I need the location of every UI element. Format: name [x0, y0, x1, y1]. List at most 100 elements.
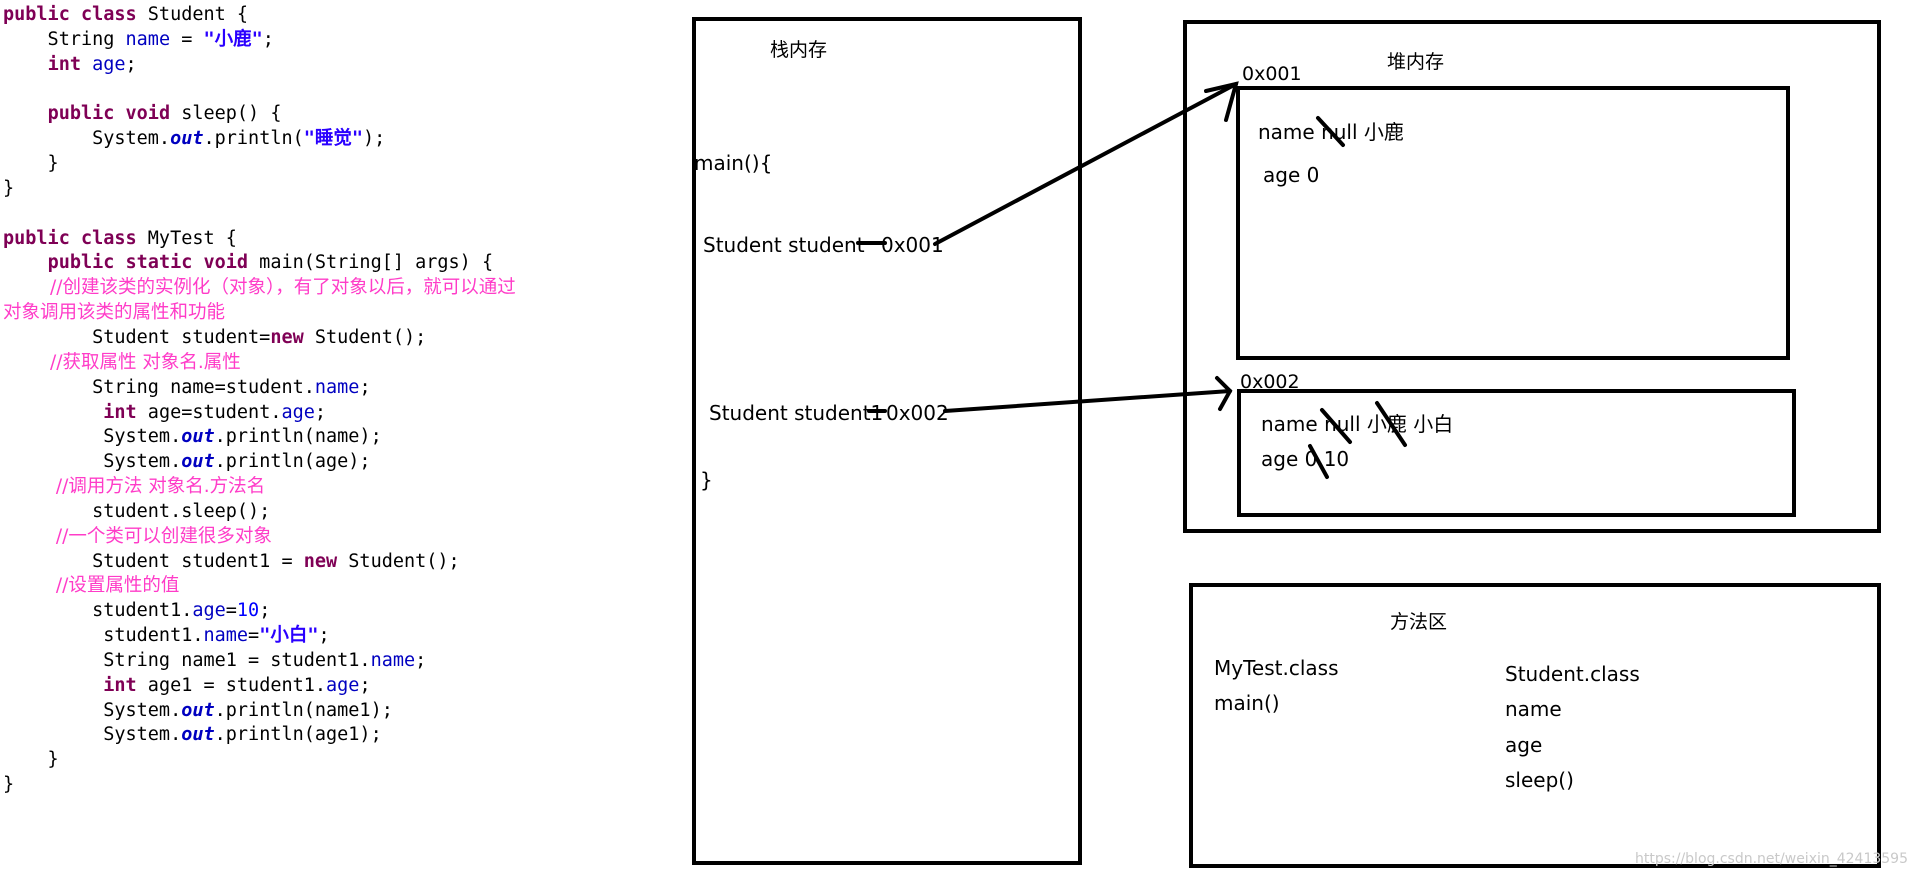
- code-token: Student {: [136, 4, 249, 25]
- code-token: ;: [125, 53, 137, 75]
- code-token: "小鹿": [203, 28, 263, 50]
- heap-object1-box: [1236, 86, 1790, 360]
- code-token: String name=student.: [3, 376, 315, 398]
- code-listing: public class Student { String name = "小鹿…: [3, 3, 673, 798]
- code-comment: //调用方法 对象名.方法名: [3, 476, 266, 498]
- code-line: [3, 202, 673, 227]
- heap-memory-title: 堆内存: [1387, 51, 1445, 73]
- code-token: name: [125, 28, 171, 50]
- heap-object2-box: [1237, 389, 1796, 517]
- code-token: int: [103, 674, 137, 696]
- heap-object2-age-field: age 0 10: [1261, 447, 1350, 471]
- code-token: main(String[] args) {: [248, 252, 494, 274]
- code-token: out: [170, 128, 204, 150]
- code-token: new: [270, 326, 304, 348]
- code-token: name: [203, 625, 249, 647]
- stack-student1-variable: Student student1: [709, 401, 884, 425]
- code-token: }: [3, 749, 59, 771]
- method-area-student-class: Student.class: [1505, 662, 1640, 686]
- heap-memory-box: [1183, 20, 1881, 533]
- code-token: System.: [3, 128, 171, 150]
- code-token: Student();: [303, 326, 427, 348]
- stack-main-open: main(){: [694, 151, 773, 175]
- stack-student-variable: Student student: [703, 233, 865, 257]
- code-line: }: [3, 748, 673, 773]
- stack-main-close: }: [700, 468, 713, 492]
- code-token: int: [47, 53, 81, 75]
- code-token: }: [3, 774, 15, 796]
- code-token: age: [281, 401, 315, 423]
- code-token: age: [326, 674, 360, 696]
- code-line: int age;: [3, 53, 673, 78]
- code-line: int age=student.age;: [3, 401, 673, 426]
- code-token: =: [248, 625, 260, 647]
- heap-object1-name-field: name null 小鹿: [1258, 120, 1404, 144]
- code-line: student.sleep();: [3, 500, 673, 525]
- code-line: String name = "小鹿";: [3, 28, 673, 53]
- code-comment: 对象调用该类的属性和功能: [3, 302, 226, 324]
- code-token: .println(: [203, 128, 304, 150]
- code-token: .println(name);: [214, 426, 382, 448]
- code-token: age: [192, 600, 226, 622]
- code-token: ;: [318, 625, 330, 647]
- code-line: public class MyTest {: [3, 227, 673, 252]
- code-token: student1.: [3, 625, 204, 647]
- code-token: name: [314, 376, 360, 398]
- heap-object1-age-field: age 0: [1263, 163, 1320, 187]
- code-line: System.out.println(age);: [3, 450, 673, 475]
- code-token: 10: [236, 600, 260, 622]
- code-line: String name1 = student1.name;: [3, 649, 673, 674]
- stack-memory-title: 栈内存: [770, 39, 828, 61]
- code-token: String name1 = student1.: [3, 649, 371, 671]
- code-line: String name=student.name;: [3, 376, 673, 401]
- code-token: Student student=: [3, 326, 271, 348]
- code-line: System.out.println(name);: [3, 425, 673, 450]
- code-comment: //一个类可以创建很多对象: [3, 525, 272, 547]
- code-token: [3, 402, 103, 423]
- code-comment: //获取属性 对象名.属性: [3, 351, 241, 373]
- code-token: String: [3, 28, 126, 50]
- code-line: Student student1 = new Student();: [3, 550, 673, 575]
- code-token: System.: [3, 451, 182, 473]
- watermark-url: https://blog.csdn.net/weixin_42413595: [1634, 851, 1908, 867]
- code-line: }: [3, 152, 673, 177]
- code-token: public void: [47, 103, 171, 125]
- code-token: [3, 675, 103, 696]
- code-line: student1.age=10;: [3, 599, 673, 624]
- code-token: student.sleep();: [3, 500, 271, 522]
- code-line: student1.name="小白";: [3, 624, 673, 649]
- code-token: out: [181, 451, 215, 473]
- code-token: "睡觉": [303, 128, 364, 150]
- code-comment-line: 对象调用该类的属性和功能: [3, 301, 673, 326]
- heap-object2-name-field: name null 小鹿 小白: [1261, 412, 1454, 436]
- code-token: out: [181, 699, 215, 721]
- code-token: System.: [3, 699, 182, 721]
- stack-student-reference: 0x001: [881, 233, 944, 257]
- code-line: [3, 78, 673, 103]
- code-token: MyTest {: [136, 227, 237, 249]
- method-area-student-sleep: sleep(): [1505, 768, 1574, 792]
- code-line: Student student=new Student();: [3, 326, 673, 351]
- code-comment-line: //获取属性 对象名.属性: [3, 351, 673, 376]
- code-token: [3, 252, 48, 273]
- code-token: age: [92, 53, 126, 75]
- code-comment: //创建该类的实例化（对象），有了对象以后，就可以通过: [3, 277, 516, 299]
- code-token: [3, 54, 48, 75]
- code-token: }: [3, 153, 59, 175]
- code-token: [3, 103, 48, 124]
- code-token: ;: [262, 28, 274, 50]
- code-token: Student();: [337, 550, 460, 572]
- code-token: System.: [3, 426, 182, 448]
- code-token: .println(age1);: [214, 724, 382, 746]
- code-token: sleep() {: [170, 103, 282, 125]
- code-token: public class: [3, 227, 137, 249]
- code-comment-line: //一个类可以创建很多对象: [3, 525, 673, 550]
- code-token: =: [225, 600, 237, 622]
- code-line: public static void main(String[] args) {: [3, 251, 673, 276]
- code-token: );: [363, 128, 386, 150]
- stack-memory-box: [692, 17, 1082, 865]
- code-token: ;: [415, 649, 427, 671]
- code-token: [81, 54, 92, 75]
- code-token: public static void: [47, 252, 249, 274]
- code-token: .println(name1);: [214, 699, 393, 721]
